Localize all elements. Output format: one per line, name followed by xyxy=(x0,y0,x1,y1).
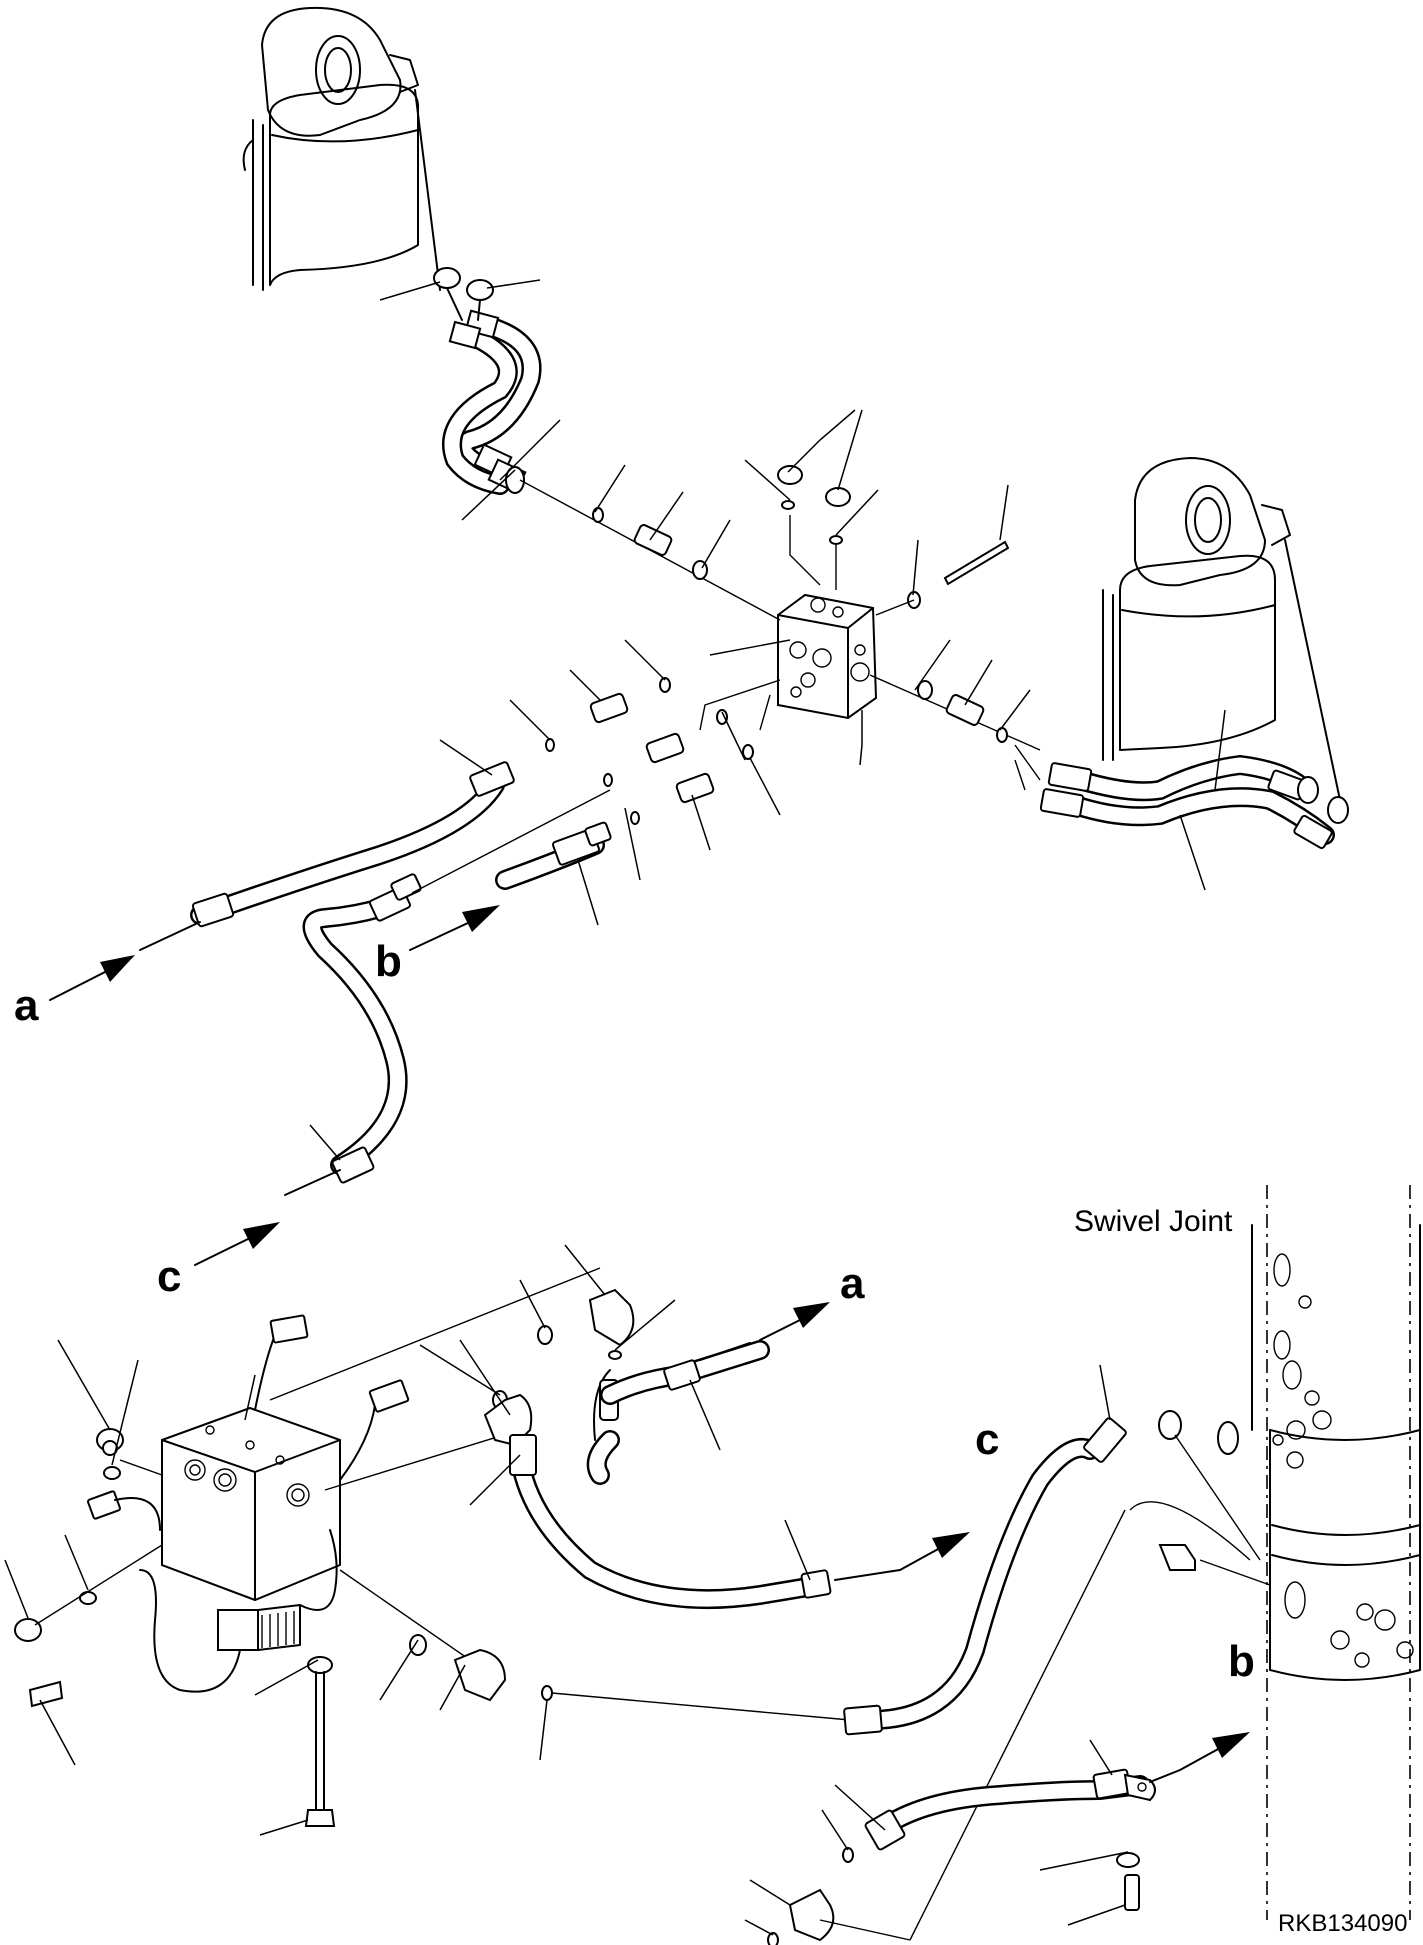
arrow-a-left xyxy=(100,955,135,982)
leader-lines xyxy=(4,279,1226,1936)
cylinder-right xyxy=(1102,457,1341,801)
port-label-b-right: b xyxy=(1228,1637,1255,1686)
drawing-reference-code: RKB134090 xyxy=(1278,1910,1408,1937)
arrow-a-right xyxy=(793,1302,830,1328)
port-label-b-left: b xyxy=(375,937,402,986)
cylinder-top-left xyxy=(242,6,441,291)
hoses-lower xyxy=(509,1340,1271,1945)
swivel-joint xyxy=(1251,1185,1421,1920)
arrow-b-right xyxy=(1212,1732,1250,1758)
arrow-b-left xyxy=(462,905,500,932)
hoses-right-cylinder xyxy=(1014,744,1349,850)
hoses-left-cylinder xyxy=(433,267,542,495)
arrow-c-right xyxy=(932,1532,970,1558)
fittings-center xyxy=(519,465,1041,825)
swivel-joint-label: Swivel Joint xyxy=(1074,1205,1233,1238)
valve-block-lower xyxy=(14,1314,410,1827)
port-label-c-right: c xyxy=(975,1415,1000,1464)
arrow-c-left xyxy=(243,1222,280,1249)
port-label-a-left: a xyxy=(14,981,39,1030)
port-label-a-right: a xyxy=(840,1259,865,1308)
flow-arrows xyxy=(49,905,1250,1771)
port-label-c-left: c xyxy=(157,1252,182,1301)
valve-block-center xyxy=(777,593,878,720)
hoses-center xyxy=(139,761,612,1196)
fittings-lower xyxy=(269,1267,851,1721)
